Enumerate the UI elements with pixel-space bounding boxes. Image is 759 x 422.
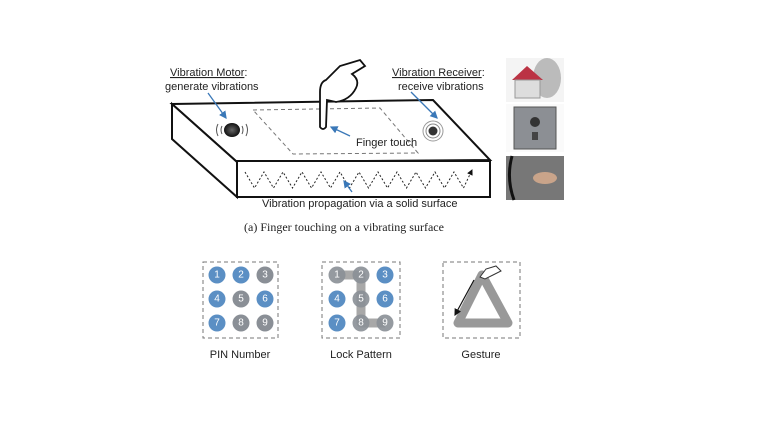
lock-key-9 — [376, 314, 394, 332]
pin-key-4 — [208, 290, 226, 308]
house-photo — [506, 58, 564, 102]
car-door-photo — [506, 155, 564, 201]
vibration-motor-icon — [216, 123, 248, 137]
lock-key-label: 6 — [382, 294, 388, 305]
lock-key-label: 5 — [358, 294, 364, 305]
gesture-label: Gesture — [461, 349, 500, 361]
pin-key-label: 4 — [214, 294, 220, 305]
lock-key-label: 4 — [334, 294, 340, 305]
lock-key-4 — [328, 290, 346, 308]
lock-label: Lock Pattern — [330, 349, 392, 361]
pin-label: PIN Number — [210, 349, 271, 361]
figure-caption: (a) Finger touching on a vibrating surfa… — [244, 220, 444, 234]
solid-surface-slab — [169, 98, 493, 200]
pin-key-label: 2 — [238, 270, 244, 281]
pin-key-9 — [256, 314, 274, 332]
pin-key-label: 5 — [238, 294, 244, 305]
lock-key-label: 7 — [334, 318, 340, 329]
lock-key-6 — [376, 290, 394, 308]
lock-key-2 — [352, 266, 370, 284]
receiver-title: Vibration Receiver: — [392, 67, 485, 79]
pin-key-label: 8 — [238, 318, 244, 329]
pin-key-7 — [208, 314, 226, 332]
pin-key-label: 3 — [262, 270, 268, 281]
gesture-box — [442, 261, 521, 339]
motor-title: Vibration Motor: — [170, 67, 247, 79]
pin-box — [202, 261, 279, 339]
lock-key-label: 1 — [334, 270, 340, 281]
lock-box — [321, 261, 401, 339]
propagation-label: Vibration propagation via a solid surfac… — [262, 198, 457, 210]
pin-key-label: 7 — [214, 318, 220, 329]
touch-area — [251, 107, 420, 155]
pin-key-6 — [256, 290, 274, 308]
lock-key-7 — [328, 314, 346, 332]
vibration-wave — [244, 169, 473, 190]
pin-key-label: 1 — [214, 270, 220, 281]
hand-icon — [479, 265, 502, 280]
finger-touch-label: Finger touch — [356, 137, 417, 149]
pin-key-5 — [232, 290, 250, 308]
pin-key-8 — [232, 314, 250, 332]
pin-key-label: 9 — [262, 318, 268, 329]
lock-key-8 — [352, 314, 370, 332]
lock-key-label: 3 — [382, 270, 388, 281]
pin-key-2 — [232, 266, 250, 284]
lock-key-3 — [376, 266, 394, 284]
gesture-triangle — [453, 265, 513, 328]
pin-key-1 — [208, 266, 226, 284]
vibration-receiver-icon — [422, 120, 444, 142]
lock-grid: 1 2 3 4 5 6 7 8 9 — [328, 266, 394, 332]
lock-key-1 — [328, 266, 346, 284]
lock-key-label: 8 — [358, 318, 364, 329]
pin-key-3 — [256, 266, 274, 284]
lock-key-label: 9 — [382, 318, 388, 329]
receiver-desc: receive vibrations — [398, 81, 484, 93]
lock-key-label: 2 — [358, 270, 364, 281]
motor-desc: generate vibrations — [165, 81, 259, 93]
pin-key-label: 6 — [262, 294, 268, 305]
finger-icon — [319, 58, 367, 130]
safe-photo — [506, 104, 564, 152]
lock-key-5 — [352, 290, 370, 308]
pin-grid: 1 2 3 4 5 6 7 8 9 — [208, 266, 274, 332]
